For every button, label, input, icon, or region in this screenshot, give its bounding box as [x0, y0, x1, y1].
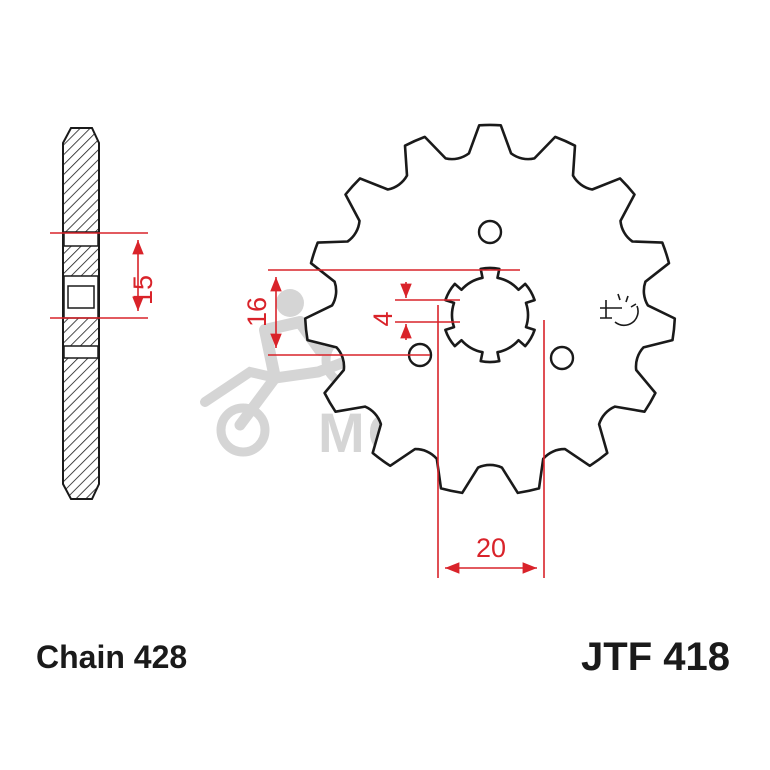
dimension-annotations [50, 232, 545, 578]
dim-15-value: 15 [128, 275, 158, 305]
side-bore-gap [63, 231, 99, 247]
surface-finish-icon [600, 293, 639, 327]
sprocket-front-view [303, 123, 677, 495]
sprocket-side-view [62, 127, 100, 500]
bolt-hole [477, 219, 503, 245]
chain-size-label: Chain 428 [36, 639, 188, 675]
side-bore-gap [63, 275, 99, 319]
side-spline-outline [67, 285, 95, 309]
dim-4-value: 4 [368, 311, 398, 326]
dim-20-value: 20 [476, 533, 506, 563]
part-number-label: JTF 418 [581, 635, 730, 679]
bolt-hole [549, 345, 575, 371]
dim-16-value: 16 [242, 297, 272, 327]
side-bore-gap [63, 345, 99, 359]
